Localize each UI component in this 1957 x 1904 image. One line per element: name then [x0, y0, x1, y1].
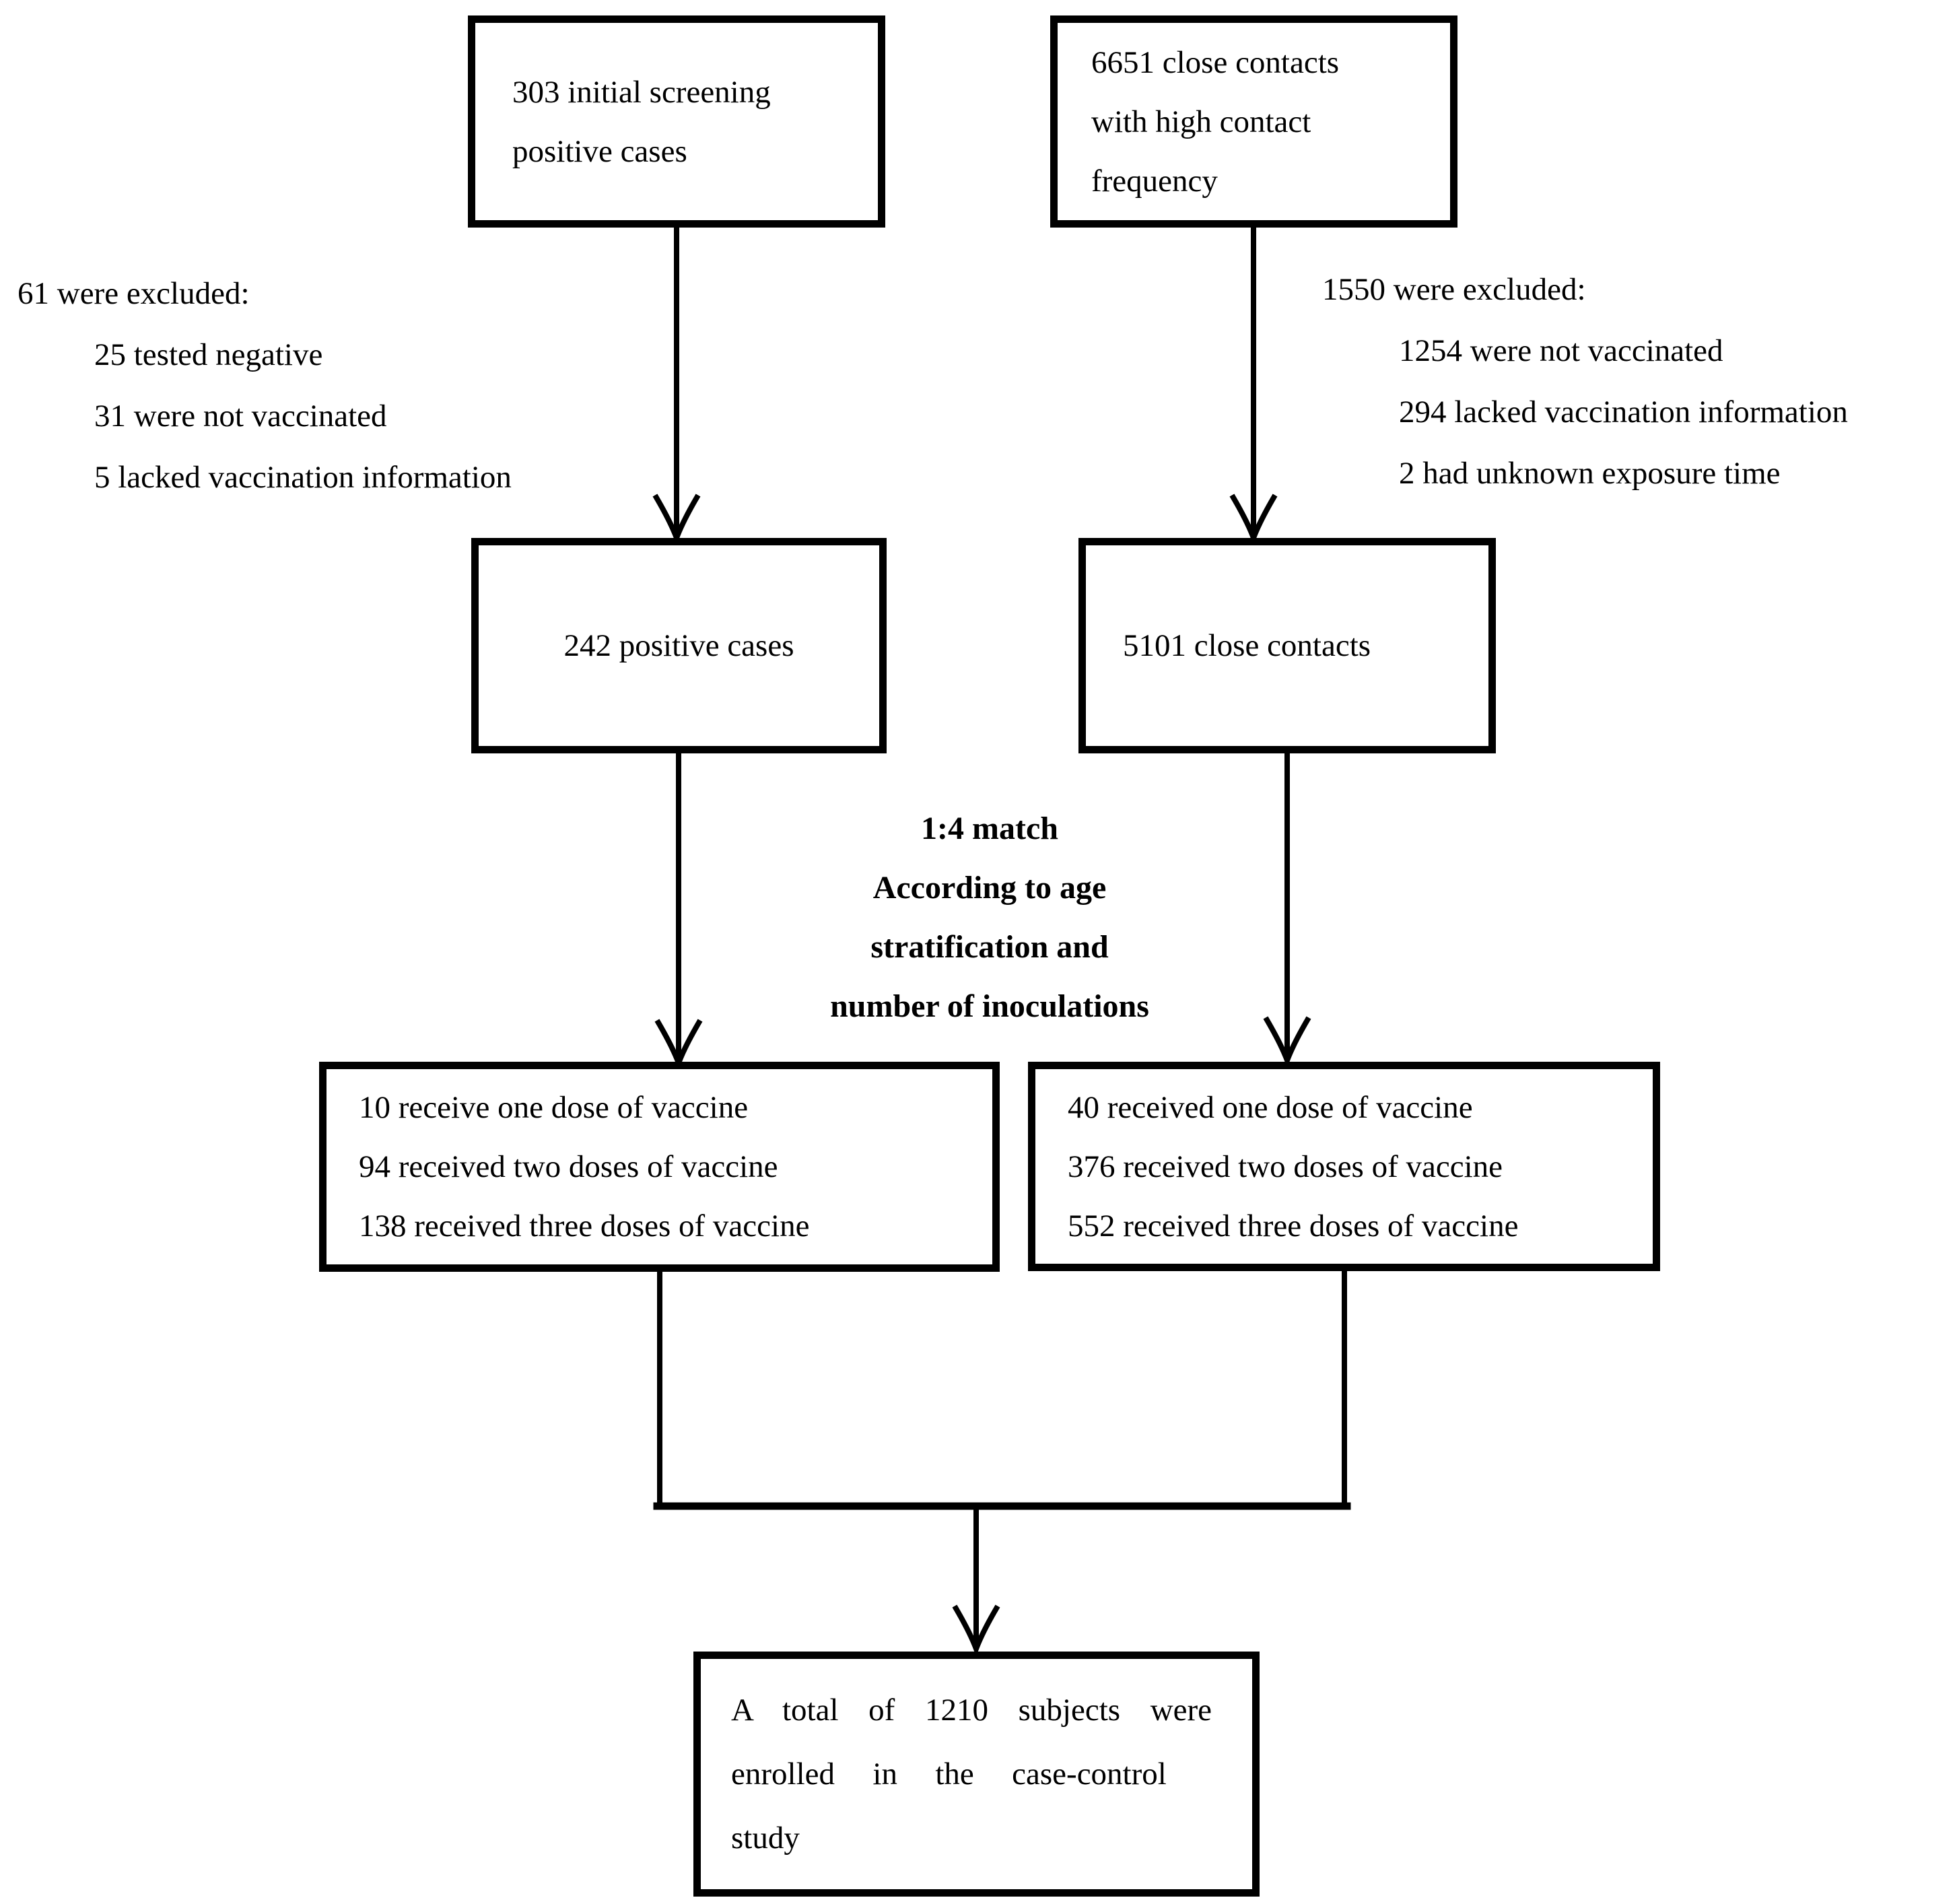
box-text-line: 376 received two doses of vaccine — [1068, 1149, 1503, 1184]
exclusion-header: 1550 were excluded: — [1322, 272, 1586, 307]
box-positive-cases: 242 positive cases — [471, 538, 887, 753]
exclusion-header: 61 were excluded: — [18, 276, 250, 311]
box-text-line: 94 received two doses of vaccine — [359, 1149, 778, 1184]
box-text-line: 10 receive one dose of vaccine — [359, 1090, 749, 1125]
match-note-line: 1:4 match — [921, 811, 1058, 846]
box-text-line: 6651 close contacts — [1091, 44, 1340, 80]
exclusion-item: 294 lacked vaccination information — [1399, 395, 1848, 430]
box-text-line: frequency — [1091, 163, 1218, 199]
box-text-line: 40 received one dose of vaccine — [1068, 1089, 1473, 1125]
box-close-contacts-high-frequency: 6651 close contacts with high contact fr… — [1050, 15, 1457, 228]
box-text-line: 5101 close contacts — [1123, 628, 1371, 663]
right-exclusion-note: 1550 were excluded: 1254 were not vaccin… — [1322, 259, 1848, 504]
exclusion-item: 2 had unknown exposure time — [1399, 456, 1781, 491]
box-text-line: 138 received three doses of vaccine — [359, 1209, 810, 1244]
left-exclusion-note: 61 were excluded: 25 tested negative 31 … — [18, 263, 512, 508]
box-text-line: A total of 1210 subjects were — [731, 1692, 1212, 1728]
box-text-line: study — [731, 1820, 800, 1856]
match-note-line: number of inoculations — [830, 988, 1149, 1024]
exclusion-item: 1254 were not vaccinated — [1399, 333, 1723, 368]
box-text-line: positive cases — [512, 133, 687, 169]
box-initial-screening-positive-cases: 303 initial screening positive cases — [468, 15, 885, 228]
box-cases-doses: 10 receive one dose of vaccine 94 receiv… — [319, 1062, 1000, 1272]
match-method-note: 1:4 match According to age stratificatio… — [741, 799, 1239, 1036]
box-text-line: 242 positive cases — [563, 628, 794, 663]
box-close-contacts: 5101 close contacts — [1078, 538, 1496, 753]
match-note-line: stratification and — [870, 929, 1109, 965]
arrowhead-contacts-to-doses — [1263, 1016, 1311, 1068]
box-text-line: enrolled in the case-control — [731, 1756, 1167, 1792]
exclusion-item: 5 lacked vaccination information — [94, 460, 512, 495]
arrowhead-merge-to-total — [952, 1604, 1000, 1657]
box-total-enrolled: A total of 1210 subjects were enrolled i… — [693, 1652, 1260, 1897]
box-contacts-doses: 40 received one dose of vaccine 376 rece… — [1028, 1062, 1660, 1271]
box-text-line: 552 received three doses of vaccine — [1068, 1208, 1519, 1244]
exclusion-item: 31 were not vaccinated — [94, 399, 387, 434]
exclusion-item: 25 tested negative — [94, 337, 323, 372]
box-text-line: with high contact — [1091, 104, 1311, 139]
match-note-line: According to age — [872, 870, 1107, 906]
box-text-line: 303 initial screening — [512, 74, 771, 110]
